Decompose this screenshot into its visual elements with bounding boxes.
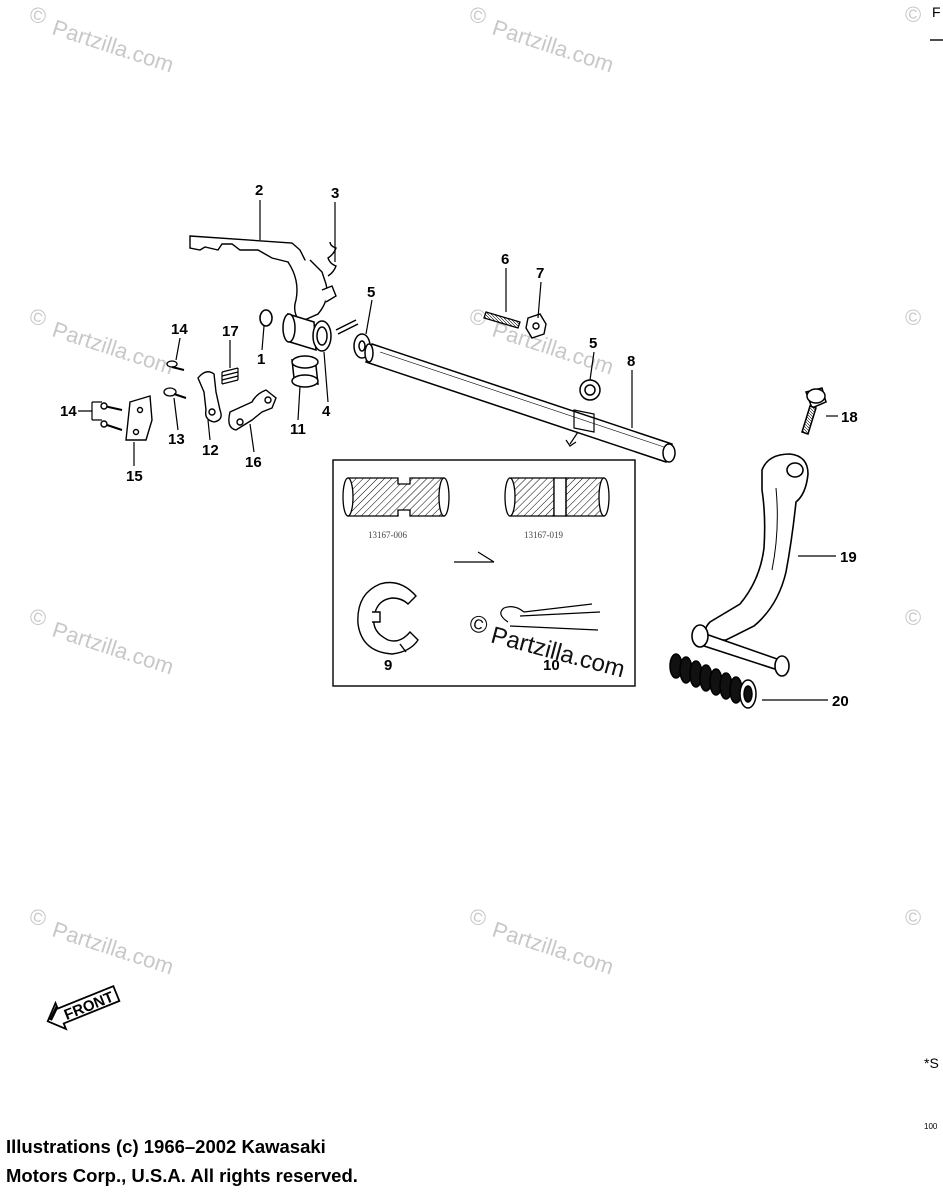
part-label-19: 19 <box>840 549 857 566</box>
part-label-14b: 14 <box>60 403 77 420</box>
watermark: Partzilla.com <box>49 15 176 78</box>
part-label-11: 11 <box>290 421 306 438</box>
watermark: © <box>26 903 49 932</box>
part-12-lever <box>197 371 222 423</box>
supersede-arrow <box>454 551 495 563</box>
part-label-4: 4 <box>322 403 331 420</box>
part-17-spring <box>221 367 239 385</box>
part-11-bushing <box>291 355 319 388</box>
part-9-circlip <box>357 581 419 655</box>
part-label-13: 13 <box>168 431 185 448</box>
watermark: © <box>26 1 49 30</box>
part-7-nut <box>525 313 547 339</box>
part-label-17: 17 <box>222 323 239 340</box>
inset-watermark: Partzilla.com <box>488 622 628 684</box>
watermark: Partzilla.com <box>49 617 176 680</box>
part-3-spring <box>327 241 337 277</box>
part-15-bracket <box>100 395 153 441</box>
part-14-bolt <box>166 360 185 371</box>
front-label: FRONT <box>62 989 116 1024</box>
watermark: © <box>466 1 489 30</box>
part-8-shift-shaft <box>364 343 676 463</box>
part-label-14: 14 <box>171 321 188 338</box>
watermark: © <box>466 903 489 932</box>
watermark: Partzilla.com <box>489 317 616 380</box>
watermark: © <box>26 603 49 632</box>
part-2-shift-arm <box>189 235 337 323</box>
part-label-1: 1 <box>257 351 265 368</box>
part-label-20: 20 <box>832 693 849 710</box>
copyright-notice: Illustrations (c) 1966–2002 Kawasaki Mot… <box>6 1132 358 1190</box>
part-label-8: 8 <box>627 353 635 370</box>
part-label-16: 16 <box>245 454 262 471</box>
part-labels: 2 3 5 6 7 5 8 14 17 1 11 4 14 13 12 16 1… <box>60 182 858 710</box>
part-label-12: 12 <box>202 442 219 459</box>
watermark: © <box>466 303 489 332</box>
inset-code-old: 13167-006 <box>368 530 407 540</box>
copyright-line-2: Motors Corp., U.S.A. All rights reserved… <box>6 1165 358 1186</box>
edge-fragment-number: 100 <box>924 1122 938 1131</box>
part-label-10: 10 <box>543 657 560 674</box>
leader-lines <box>78 200 838 701</box>
part-label-6: 6 <box>501 251 509 268</box>
part-19-shift-pedal <box>691 453 809 677</box>
watermark: Partzilla.com <box>489 917 616 980</box>
part-18-bolt <box>801 387 827 435</box>
inset-watermark-symbol: © <box>466 610 490 641</box>
inset-detail-box: 13167-006 13167-019 © Partzilla.com <box>332 459 636 687</box>
inset-code-new: 13167-019 <box>524 530 563 540</box>
part-label-3: 3 <box>331 185 339 202</box>
part-label-5: 5 <box>367 284 375 301</box>
part-16-plate <box>228 389 277 431</box>
watermark: © <box>905 2 921 27</box>
watermark: Partzilla.com <box>49 917 176 980</box>
part-13-bolt <box>163 387 187 399</box>
part-10-cotter-pin <box>500 603 601 631</box>
copyright-line-1: Illustrations (c) 1966–2002 Kawasaki <box>6 1136 326 1157</box>
watermark: © <box>26 303 49 332</box>
part-label-2: 2 <box>255 182 263 199</box>
watermark: © <box>905 305 921 330</box>
part-20-pedal-rubber <box>669 653 757 709</box>
part-label-18: 18 <box>841 409 858 426</box>
edge-fragment-note: *S <box>924 1055 939 1071</box>
part-1-o-ring <box>259 309 273 327</box>
part-5-washer-right <box>579 379 601 401</box>
part-6-stud <box>483 311 521 329</box>
part-label-9: 9 <box>384 657 392 674</box>
inset-shaft-new <box>504 477 610 517</box>
part-label-15: 15 <box>126 468 143 485</box>
watermark: © <box>905 905 921 930</box>
part-label-5b: 5 <box>589 335 597 352</box>
front-arrow: FRONT <box>46 984 121 1031</box>
shaft-detail-marker <box>565 409 595 447</box>
inset-shaft-old <box>342 477 450 517</box>
watermark: Partzilla.com <box>49 317 176 380</box>
part-label-7: 7 <box>536 265 544 282</box>
part-collar <box>282 312 359 352</box>
edge-fragment-top: F <box>932 4 941 20</box>
watermark: © <box>905 605 921 630</box>
watermark: Partzilla.com <box>489 15 616 78</box>
